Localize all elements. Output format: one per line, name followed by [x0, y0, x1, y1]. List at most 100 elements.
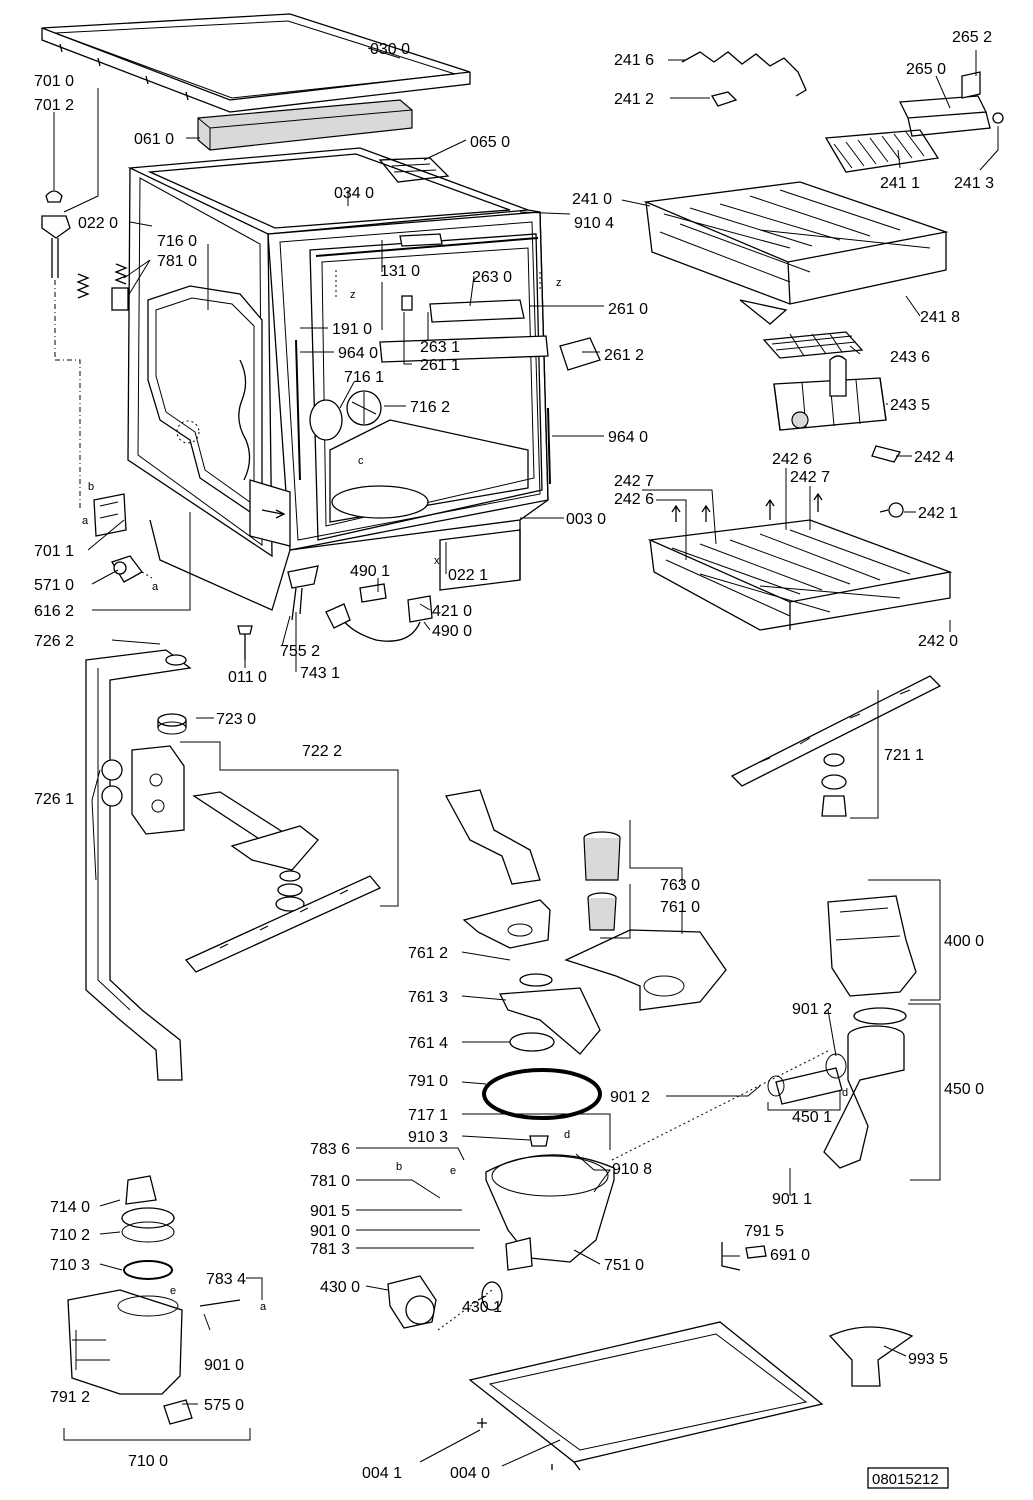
label-781-3: 781 3 [310, 1241, 350, 1258]
bracket-drawing [93, 493, 127, 537]
marker-b-bracket: b [88, 481, 94, 493]
label-265-0: 265 0 [906, 61, 946, 78]
label-241-2: 241 2 [614, 91, 654, 108]
label-710-2: 710 2 [50, 1227, 90, 1244]
label-490-1: 490 1 [350, 563, 390, 580]
label-242-6-right: 242 6 [772, 451, 812, 468]
cylinder-filter-drawing [583, 831, 621, 931]
label-722-2: 722 2 [302, 743, 342, 760]
label-716-2: 716 2 [410, 399, 450, 416]
label-242-6-left: 242 6 [614, 491, 654, 508]
cutlery-lid-drawing [762, 331, 864, 359]
label-241-6: 241 6 [614, 52, 654, 69]
label-964-0-right: 964 0 [608, 429, 648, 446]
label-004-0: 004 0 [450, 1465, 490, 1482]
lower-basket-drawing [647, 492, 953, 631]
base-screw-drawing [477, 1418, 487, 1428]
label-034-0: 034 0 [334, 185, 374, 202]
label-701-2: 701 2 [34, 97, 74, 114]
label-261-2: 261 2 [604, 347, 644, 364]
wire-rack-rail-drawing [681, 51, 807, 97]
marker-x: x [434, 555, 440, 567]
marker-c: c [358, 455, 364, 467]
label-061-0: 061 0 [134, 131, 174, 148]
label-701-0: 701 0 [34, 73, 74, 90]
label-421-0: 421 0 [432, 603, 472, 620]
label-241-8: 241 8 [920, 309, 960, 326]
marker-d-sump: d [564, 1129, 570, 1141]
label-242-1: 242 1 [918, 505, 958, 522]
label-761-3: 761 3 [408, 989, 448, 1006]
marker-b-sump: b [396, 1161, 402, 1173]
base-plate-drawing [468, 1321, 824, 1471]
label-783-4: 783 4 [206, 1271, 246, 1288]
label-263-1: 263 1 [420, 339, 460, 356]
filter-cover-drawing [462, 899, 551, 949]
label-691-0: 691 0 [770, 1247, 810, 1264]
cup-shelf-drawing [824, 129, 940, 173]
salt-funnel-drawing [828, 1326, 914, 1387]
label-717-1: 717 1 [408, 1107, 448, 1124]
upper-basket-drawing [643, 181, 949, 325]
label-004-1: 004 1 [362, 1465, 402, 1482]
top-frame-drawing [378, 157, 450, 183]
tub-body-drawing [127, 147, 601, 611]
marker-e-sump: e [450, 1165, 456, 1177]
micro-filter-drawing [564, 929, 727, 1011]
label-011-0: 011 0 [228, 669, 267, 686]
label-242-7-right: 242 7 [790, 469, 830, 486]
label-964-0-left: 964 0 [338, 345, 378, 362]
clip-drawing [710, 91, 738, 107]
label-755-2: 755 2 [280, 643, 320, 660]
label-910-4: 910 4 [574, 215, 614, 232]
circulation-pump-drawing [827, 895, 917, 1025]
cutlery-basket-drawing [773, 355, 887, 431]
marker-a-softener: a [260, 1301, 267, 1313]
label-241-1: 241 1 [880, 175, 920, 192]
insulation-top-drawing [197, 99, 413, 151]
label-065-0: 065 0 [470, 134, 510, 151]
label-901-2-top: 901 2 [792, 1001, 832, 1018]
water-feed-tube-drawing [85, 649, 192, 1081]
label-781-0-top: 781 0 [157, 253, 197, 270]
label-701-1: 701 1 [34, 543, 74, 560]
connecting-hose-drawing [767, 1053, 847, 1105]
label-131-0: 131 0 [380, 263, 420, 280]
label-714-0: 714 0 [50, 1199, 90, 1216]
label-241-3: 241 3 [954, 175, 994, 192]
label-430-1: 430 1 [462, 1299, 502, 1316]
label-716-1: 716 1 [344, 369, 384, 386]
label-910-8: 910 8 [612, 1161, 652, 1178]
marker-z-right: z [556, 277, 562, 289]
adjuster-drawing [41, 190, 129, 510]
label-400-0: 400 0 [944, 933, 984, 950]
rack-wheel-drawing [879, 502, 904, 518]
marker-e-softener: e [170, 1285, 176, 1297]
drain-pump-drawing [387, 1275, 437, 1329]
label-242-0: 242 0 [918, 633, 958, 650]
label-791-2: 791 2 [50, 1389, 90, 1406]
label-901-0-softener: 901 0 [204, 1357, 244, 1374]
label-261-0: 261 0 [608, 301, 648, 318]
screw-drawing [237, 625, 253, 660]
label-901-1: 901 1 [772, 1191, 812, 1208]
label-791-0: 791 0 [408, 1073, 448, 1090]
label-791-5: 791 5 [744, 1223, 784, 1240]
marker-z-left: z [350, 289, 356, 301]
water-softener-drawing [67, 1175, 241, 1425]
upper-spray-arm-drawing [730, 675, 942, 817]
label-022-0: 022 0 [78, 215, 118, 232]
label-243-5: 243 5 [890, 397, 930, 414]
label-242-7-left: 242 7 [614, 473, 654, 490]
filter-body-drawing [498, 973, 601, 1055]
label-241-0: 241 0 [572, 191, 612, 208]
label-265-2: 265 2 [952, 29, 992, 46]
inlet-valve-drawing [111, 555, 153, 583]
label-030-0: 030 0 [370, 41, 410, 58]
label-616-2: 616 2 [34, 603, 74, 620]
heater-elbow-drawing [823, 1025, 905, 1169]
rack-fold-tine-drawing [871, 445, 902, 463]
worktop-drawing [41, 13, 471, 113]
label-761-0: 761 0 [660, 899, 700, 916]
